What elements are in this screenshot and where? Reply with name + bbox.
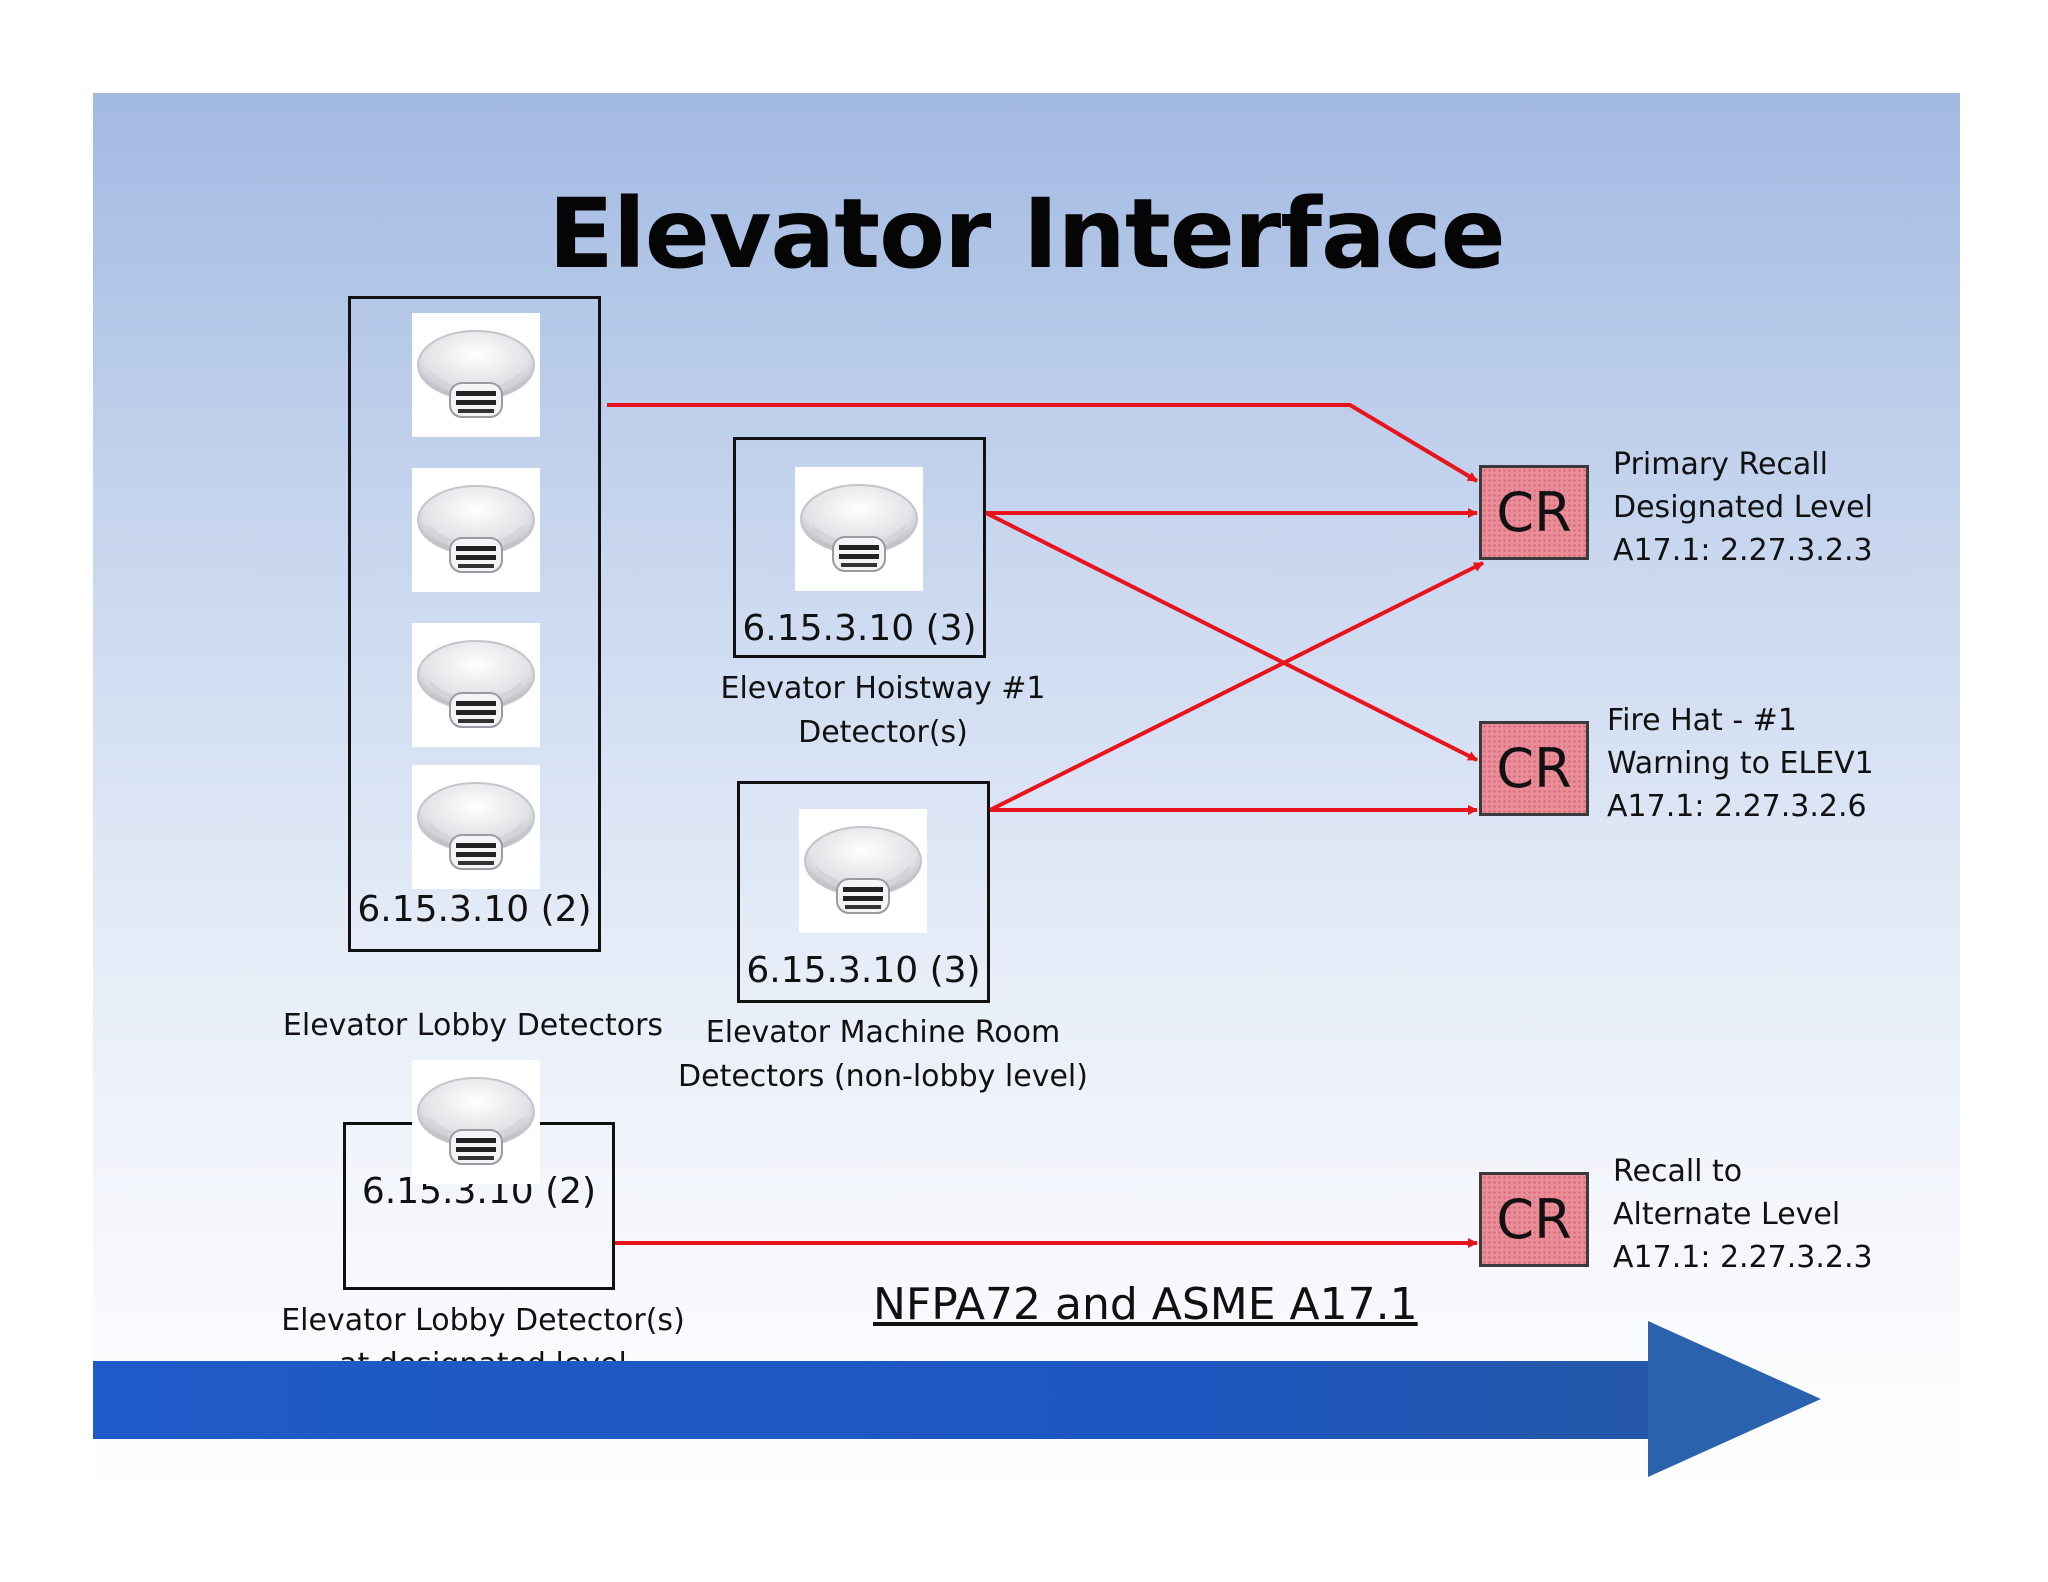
smoke-detector-icon	[412, 1060, 540, 1184]
footer-bar	[93, 1361, 1653, 1439]
smoke-detector-icon	[412, 623, 540, 747]
fire-hat-line2: Warning to ELEV1	[1607, 746, 1874, 781]
connector-machine-to-primary	[989, 561, 1484, 812]
smoke-detector-icon	[412, 765, 540, 889]
hoistway-caption-line1: Elevator Hoistway #1	[720, 671, 1046, 706]
primary-recall-line1: Primary Recall	[1613, 447, 1828, 482]
machine-room-detectors-box	[737, 781, 990, 1003]
connector-lines	[607, 403, 1484, 1248]
fire-hat-relay: CR	[1479, 721, 1589, 816]
alternate-recall-relay: CR	[1479, 1172, 1589, 1267]
connector-hoistway-to-firehat	[985, 511, 1478, 762]
primary-recall-line3: A17.1: 2.27.3.2.3	[1613, 533, 1873, 568]
machine-room-caption-line2: Detectors (non-lobby level)	[678, 1059, 1088, 1094]
primary-recall-relay: CR	[1479, 465, 1589, 560]
machine-room-detectors-code: 6.15.3.10 (3)	[746, 950, 981, 991]
slide: Elevator Interface 6.15.3.10 (2) Elevato…	[93, 93, 1960, 1493]
lobby-detectors-caption: Elevator Lobby Detectors	[282, 1008, 664, 1043]
primary-recall-line2: Designated Level	[1613, 490, 1873, 525]
connector-lobby-to-primary	[607, 403, 1479, 483]
alternate-recall-line3: A17.1: 2.27.3.2.3	[1613, 1240, 1873, 1275]
footer-arrow	[1648, 1321, 1821, 1477]
standards-label: NFPA72 and ASME A17.1	[873, 1279, 1418, 1330]
lobby-detectors-code: 6.15.3.10 (2)	[357, 889, 592, 930]
hoistway-detectors-box	[733, 437, 986, 658]
alternate-recall-line2: Alternate Level	[1613, 1197, 1841, 1232]
smoke-detector-icon	[412, 313, 540, 437]
fire-hat-line1: Fire Hat - #1	[1607, 703, 1797, 738]
hoistway-detectors-code: 6.15.3.10 (3)	[742, 608, 977, 649]
lobby-detectors-box	[348, 296, 601, 952]
page-title: Elevator Interface	[548, 178, 1506, 290]
machine-room-caption-line1: Elevator Machine Room	[705, 1015, 1061, 1050]
smoke-detector-icon	[795, 467, 923, 591]
hoistway-caption-line2: Detector(s)	[798, 715, 968, 750]
smoke-detector-icon	[412, 468, 540, 592]
alternate-recall-line1: Recall to	[1613, 1154, 1743, 1189]
smoke-detector-icon	[799, 809, 927, 933]
designated-caption-line1: Elevator Lobby Detector(s)	[281, 1303, 685, 1338]
fire-hat-line3: A17.1: 2.27.3.2.6	[1607, 789, 1867, 824]
